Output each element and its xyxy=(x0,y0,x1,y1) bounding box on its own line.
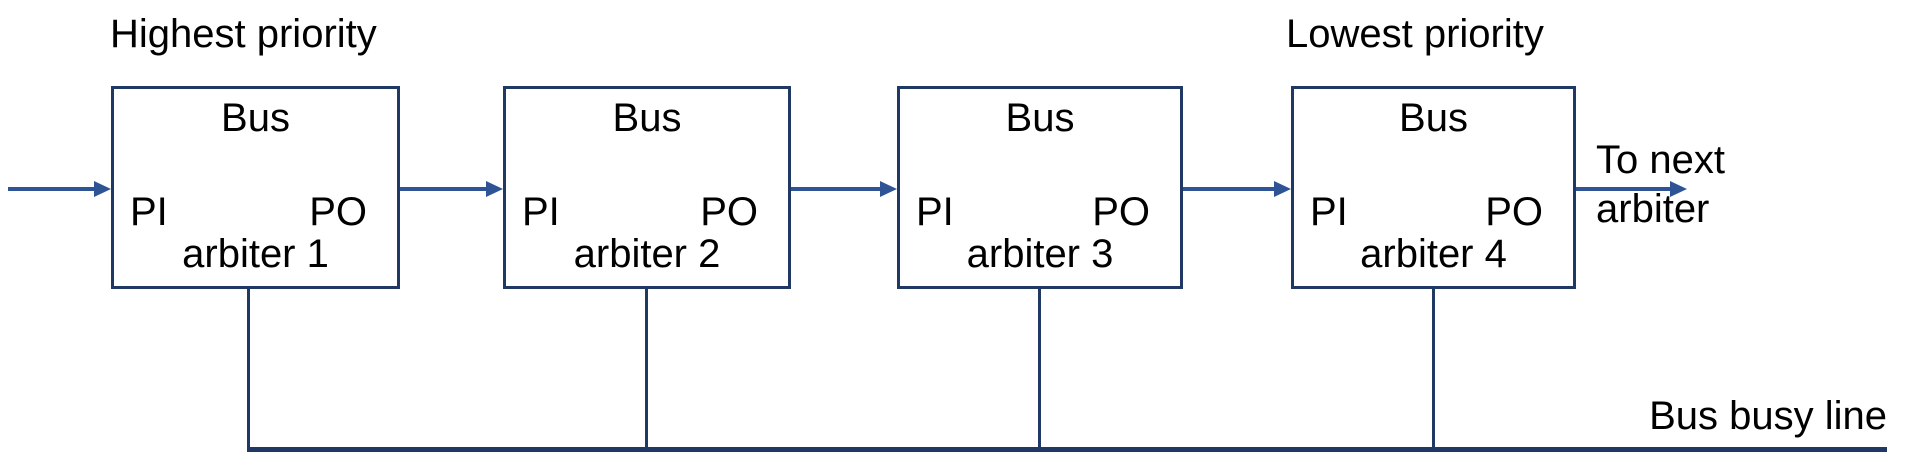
po-port-label: PO xyxy=(700,190,758,234)
to-next-arbiter-label-line2: arbiter xyxy=(1596,187,1710,231)
arrow-shaft xyxy=(1576,187,1673,191)
arrow-arbiter3-to-arbiter4 xyxy=(1183,181,1291,197)
arrow-head-icon xyxy=(1274,181,1291,197)
busy-line-drop-arbiter1 xyxy=(247,289,250,452)
arbiter-name: arbiter 1 xyxy=(182,232,329,276)
bus-busy-line-label: Bus busy line xyxy=(1649,394,1887,438)
po-port-label: PO xyxy=(309,190,367,234)
arrow-arbiter1-to-arbiter2 xyxy=(400,181,503,197)
pi-port-label: PI xyxy=(916,190,954,234)
arrow-arbiter2-to-arbiter3 xyxy=(791,181,897,197)
po-port-label: PO xyxy=(1485,190,1543,234)
po-port-label: PO xyxy=(1092,190,1150,234)
busy-line-drop-arbiter3 xyxy=(1038,289,1041,452)
arbiter-name: arbiter 4 xyxy=(1360,232,1507,276)
arrow-shaft xyxy=(8,187,97,191)
arrow-shaft xyxy=(400,187,489,191)
busy-line-drop-arbiter4 xyxy=(1432,289,1435,452)
arrow-head-icon xyxy=(94,181,111,197)
arrow-head-icon xyxy=(1670,181,1687,197)
highest-priority-label: Highest priority xyxy=(110,12,377,56)
arrow-head-icon xyxy=(880,181,897,197)
arrow-shaft xyxy=(1183,187,1277,191)
bus-busy-line xyxy=(247,447,1887,452)
bus-label: Bus xyxy=(1399,96,1468,140)
pi-port-label: PI xyxy=(130,190,168,234)
arrow-head-icon xyxy=(486,181,503,197)
bus-label: Bus xyxy=(612,96,682,140)
bus-label: Bus xyxy=(1005,96,1075,140)
busy-line-drop-arbiter2 xyxy=(645,289,648,452)
pi-port-label: PI xyxy=(522,190,560,234)
arbiter-name: arbiter 3 xyxy=(966,232,1114,276)
arrow-shaft xyxy=(791,187,883,191)
bus-arbiter-box-1: Bus PI PO arbiter 1 xyxy=(111,86,400,289)
bus-arbiter-box-4: Bus PI PO arbiter 4 xyxy=(1291,86,1576,289)
priority-out-arrow xyxy=(1576,181,1687,197)
to-next-arbiter-label-line1: To next xyxy=(1596,138,1725,182)
pi-port-label: PI xyxy=(1310,190,1348,234)
arbiter-name: arbiter 2 xyxy=(573,232,721,276)
lowest-priority-label: Lowest priority xyxy=(1286,12,1544,56)
bus-label: Bus xyxy=(221,96,290,140)
bus-arbiter-box-2: Bus PI PO arbiter 2 xyxy=(503,86,791,289)
bus-arbiter-box-3: Bus PI PO arbiter 3 xyxy=(897,86,1183,289)
priority-in-arrow xyxy=(8,181,111,197)
